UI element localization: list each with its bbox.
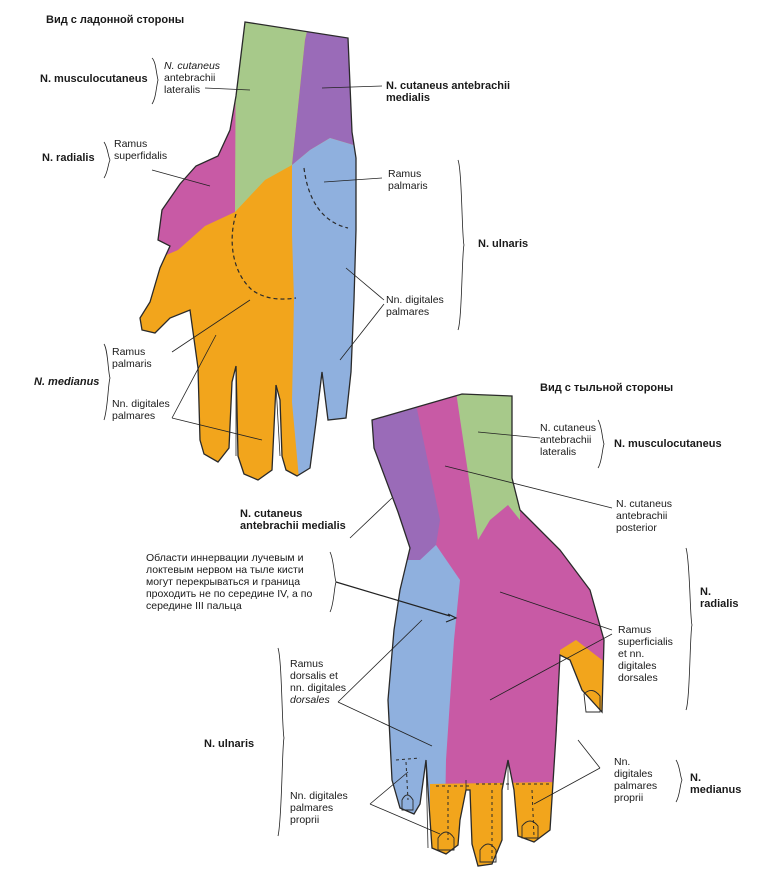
dorsal-label-ramus-superficialis: Ramus superficialis et nn. digitales dor… <box>618 624 673 684</box>
palmar-label-musculocutaneus: N. musculocutaneus <box>40 73 148 85</box>
dorsal-label-radialis: N. radialis <box>700 586 739 610</box>
dorsal-dashed-fingertips <box>395 757 552 860</box>
palmar-zone-musculocutaneus <box>235 22 312 212</box>
palmar-label-ramus-palmaris-ulnaris: Ramus palmaris <box>388 168 428 192</box>
dorsal-leaders <box>277 419 693 837</box>
palmar-leaders <box>103 57 465 441</box>
dorsal-zone-musculocutaneus <box>455 394 520 540</box>
dorsal-label-medianus: N. medianus <box>690 772 742 796</box>
palmar-zone-ulnaris <box>292 138 356 480</box>
palmar-label-cutaneus-medialis: N. cutaneus antebrachii medialis <box>386 80 511 104</box>
palmar-label-digitales-medianus: Nn. digitales palmares <box>112 398 170 422</box>
palmar-label-radialis: N. radialis <box>42 152 95 164</box>
palmar-dashed-hypothenar <box>303 167 349 229</box>
dorsal-zone-medianus-fingertips <box>430 782 560 866</box>
title-dorsal: Вид с тыльной стороны <box>540 382 674 394</box>
dorsal-label-ramus-dorsalis: Ramus dorsalis et nn. digitales dorsales <box>290 658 347 706</box>
dorsal-label-ulnaris: N. ulnaris <box>204 738 255 750</box>
dorsal-label-cutaneus-medialis: N. cutaneus antebrachii medialis <box>240 508 346 532</box>
palmar-label-ulnaris: N. ulnaris <box>478 238 529 250</box>
dorsal-nails <box>401 690 601 863</box>
dorsal-finger-lines <box>425 699 559 849</box>
dorsal-zone-medianus-thumb <box>560 640 604 740</box>
dorsal-label-cutaneus-posterior: N. cutaneus antebrachii posterior <box>616 498 673 534</box>
dorsal-label-digitales-proprii-right: Nn. digitales palmares proprii <box>614 756 658 804</box>
palmar-label-ramus-superficialis: Ramus superfidalis <box>114 138 168 162</box>
dorsal-note: Области иннервации лучевым и локтевым не… <box>146 552 313 612</box>
title-palmar: Вид с ладонной стороны <box>46 14 185 26</box>
dorsal-label-digitales-proprii-left: Nn. digitales palmares proprii <box>290 790 348 826</box>
palmar-label-cutaneus-lateralis: N. cutaneus antebrachii lateralis <box>164 60 221 96</box>
dorsal-hand <box>371 393 605 867</box>
palmar-label-ramus-palmaris-medianus: Ramus palmaris <box>112 346 152 370</box>
palmar-label-medianus: N. medianus <box>34 376 100 388</box>
palmar-dashed-thenar <box>231 213 297 300</box>
dorsal-label-musculocutaneus: N. musculocutaneus <box>614 438 722 450</box>
palmar-finger-lines <box>235 366 323 457</box>
dorsal-label-cutaneus-lateralis: N. cutaneus antebrachii lateralis <box>540 422 597 458</box>
palmar-label-digitales-ulnaris: Nn. digitales palmares <box>386 294 444 318</box>
